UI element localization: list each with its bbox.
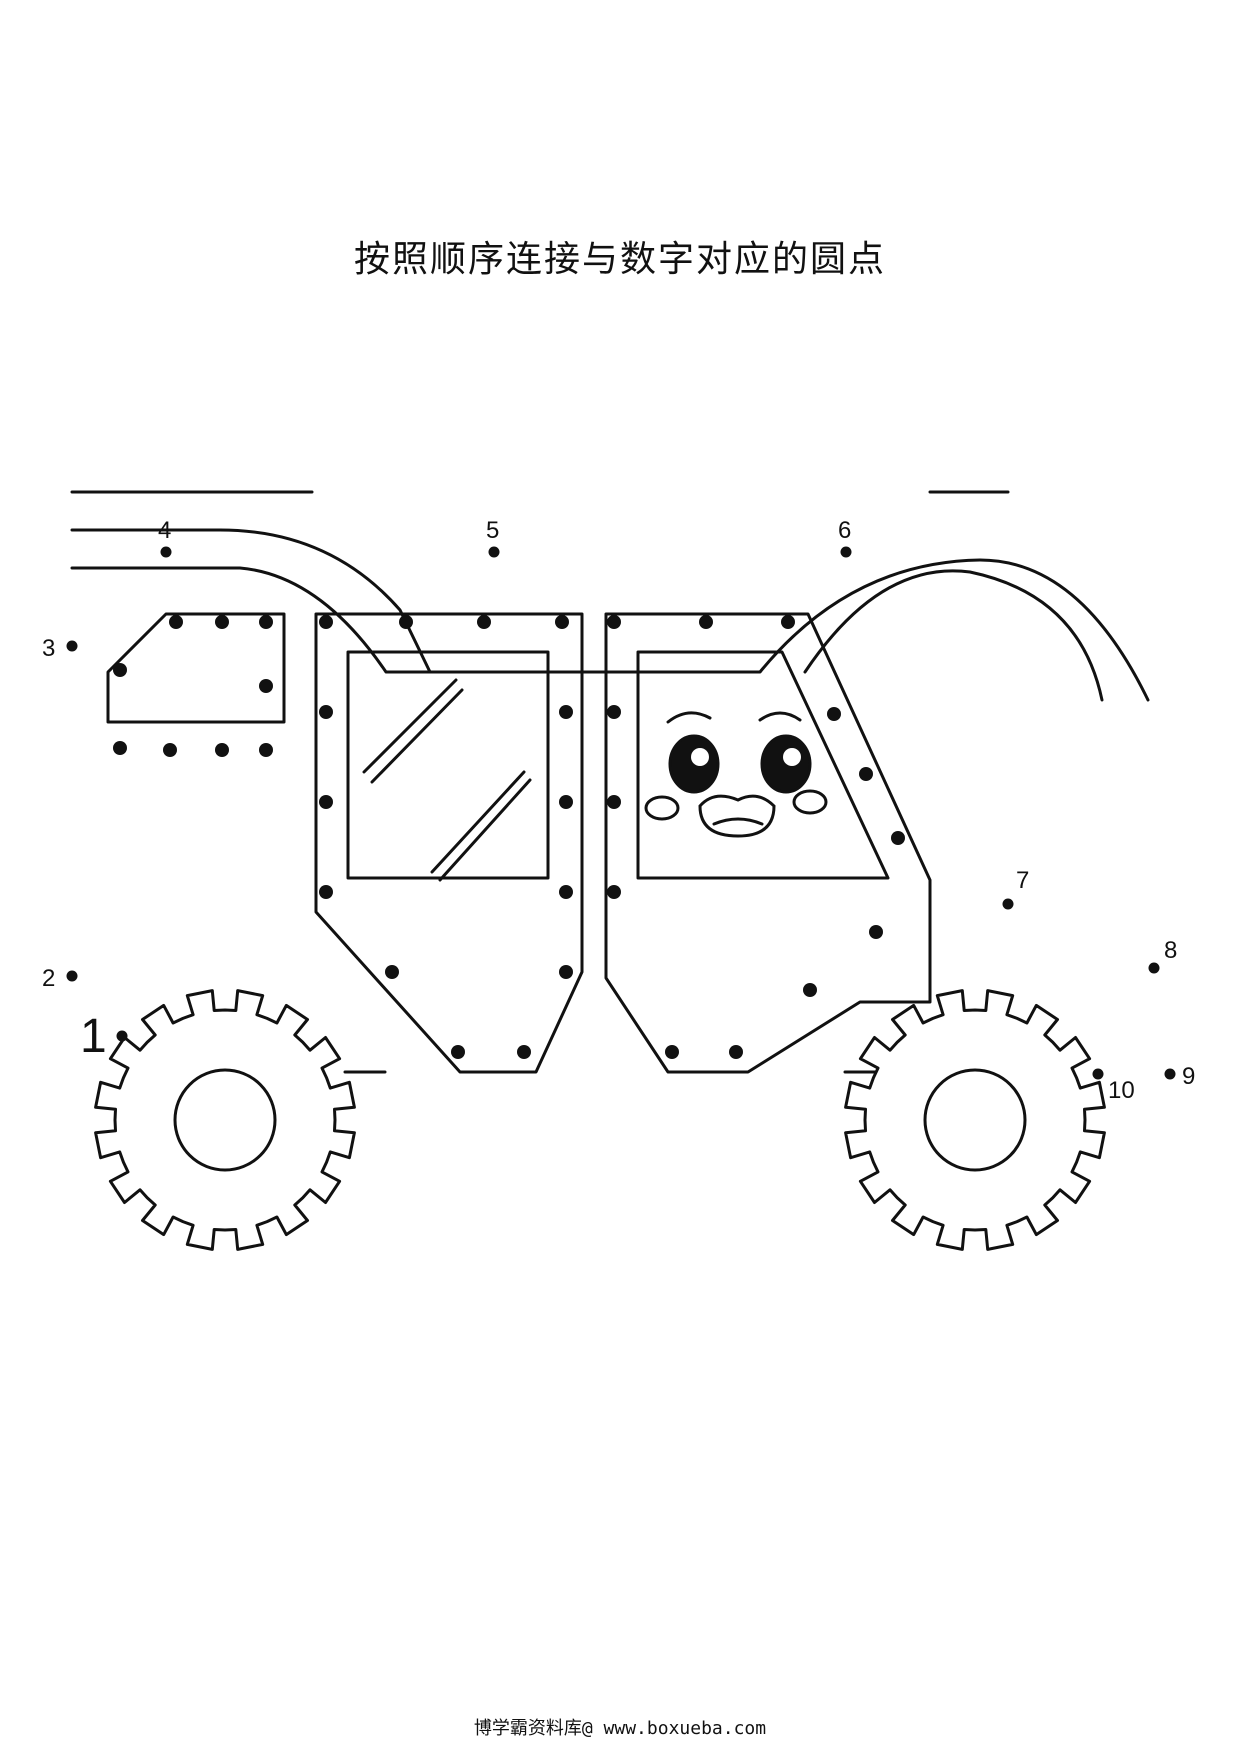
rivet-dot [559,885,573,899]
body-mid-line [70,528,1150,702]
point-dot-4 [160,546,172,558]
rivet-dot [259,679,273,693]
rivet-dot [163,743,177,757]
rivet-dot [385,965,399,979]
point-label-7: 7 [1016,867,1029,894]
point-label-1: 1 [80,1010,107,1063]
right-eye-icon [760,734,812,794]
left-cheek-icon [644,795,680,821]
worksheet-title: 按照顺序连接与数字对应的圆点 [353,239,886,280]
rivet-dot [113,741,127,755]
point-label-6: 6 [838,517,851,544]
rivet-dot [517,1045,531,1059]
point-label-3: 3 [42,635,55,662]
rivet-dot [827,707,841,721]
body-low-line [70,566,432,674]
rivet-dot [215,615,229,629]
rivet-dot [559,795,573,809]
point-label-8: 8 [1164,937,1177,964]
rivet-dot [399,615,413,629]
rivet-dot [699,615,713,629]
rivet-dot [319,795,333,809]
right-eyebrow-icon [758,711,802,722]
rivet-dot [607,615,621,629]
rivet-dot [891,831,905,845]
face [644,711,828,838]
right-cheek-icon [792,789,828,815]
footer-source: 博学霸资料库@ www.boxueba.com [473,1718,767,1739]
point-dot-2 [66,970,78,982]
rivet-dot [319,705,333,719]
rivet-dot [319,615,333,629]
rivet-dot [319,885,333,899]
rivet-dot [477,615,491,629]
point-label-5: 5 [486,517,499,544]
mouth-icon [698,794,776,838]
rivet-dot [555,615,569,629]
rivet-dot [559,965,573,979]
point-dot-7 [1002,898,1014,910]
rivet-dot [113,663,127,677]
front-door-window [636,650,890,880]
left-eye-highlight [691,748,709,766]
right-eye-highlight [783,748,801,766]
glare-line [362,678,458,774]
middle-door [314,612,584,1074]
point-dot-8 [1148,962,1160,974]
front-wheel-hub [923,1068,1027,1172]
point-dot-5 [488,546,500,558]
rivet-dot [259,743,273,757]
rivet-dot [215,743,229,757]
middle-door-window [346,650,550,880]
front-tire [844,989,1106,1251]
rivet-dot [665,1045,679,1059]
rivet-dot [169,615,183,629]
mouth-inner [712,817,764,826]
point-label-2: 2 [42,965,55,992]
rear-arch-line [803,569,1104,702]
back-window [106,612,286,724]
rivet-dot [607,885,621,899]
rivet-dot [859,767,873,781]
point-dot-1 [116,1030,128,1042]
rivet-dot [803,983,817,997]
glare-line [430,770,526,874]
point-dot-9 [1164,1068,1176,1080]
rear-wheel-hub [173,1068,277,1172]
rivet-dot [451,1045,465,1059]
rivet-dot [559,705,573,719]
left-eye-icon [668,734,720,794]
rivet-dot [607,795,621,809]
glare-line [438,778,532,882]
left-eyebrow-icon [666,711,712,724]
rivet-dot [259,615,273,629]
point-dot-10 [1092,1068,1104,1080]
front-door [604,612,932,1074]
point-dot-3 [66,640,78,652]
rivet-dot [607,705,621,719]
rear-tire [94,989,356,1251]
point-dot-6 [840,546,852,558]
glare-line [370,688,464,784]
rivet-dot [729,1045,743,1059]
point-label-9: 9 [1182,1063,1195,1090]
point-label-10: 10 [1108,1077,1135,1104]
rivet-dot [781,615,795,629]
point-label-4: 4 [158,517,171,544]
rivet-dot [869,925,883,939]
